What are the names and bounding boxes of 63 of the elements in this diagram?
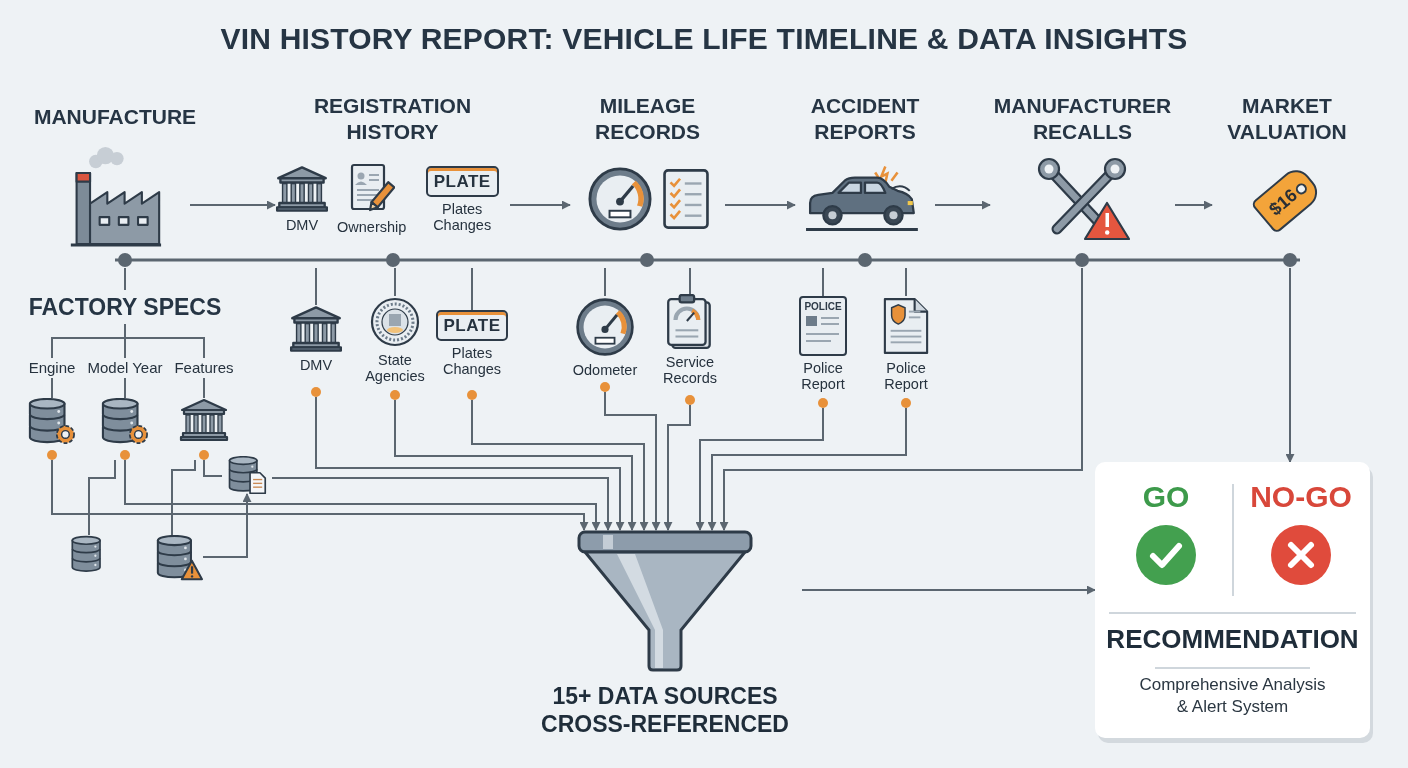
stage-heading: REGISTRATION HISTORY — [312, 93, 473, 145]
timeline — [115, 252, 1300, 268]
arrow — [719, 267, 1083, 531]
arrow — [315, 396, 625, 531]
arrow — [51, 459, 589, 531]
card-description: Comprehensive Analysis & Alert System — [1138, 674, 1327, 718]
stage-heading: MARKET VALUATION — [1226, 93, 1348, 145]
connector-line — [471, 267, 473, 311]
connector-line — [689, 267, 691, 295]
connector-line — [203, 459, 223, 477]
decision-label: GO — [1142, 480, 1190, 514]
connector-line — [203, 377, 205, 399]
connector-line — [604, 267, 606, 297]
spec-label: Features — [174, 358, 234, 378]
arrow — [1174, 200, 1213, 210]
arrow — [202, 493, 252, 558]
arrow — [124, 459, 601, 531]
card-heading: RECOMMENDATION — [1105, 624, 1360, 655]
arrow — [394, 399, 637, 531]
arrow — [509, 200, 571, 210]
diagram-title: VIN HISTORY REPORT: VEHICLE LIFE TIMELINE & DATA INSIGHTS — [219, 22, 1189, 56]
icon-label: Police Report — [800, 360, 846, 392]
icon-label: Police Report — [883, 360, 929, 392]
icon-label: Odometer — [572, 362, 638, 378]
connector-line — [88, 459, 116, 536]
arrow — [604, 391, 661, 531]
section-heading: FACTORY SPECS — [28, 293, 222, 322]
connector-line — [171, 459, 196, 536]
arrow — [695, 407, 824, 531]
stage-heading: ACCIDENT REPORTS — [809, 93, 921, 145]
stage-heading: MANUFACTURER RECALLS — [992, 93, 1173, 145]
icon-label: Ownership — [337, 219, 407, 235]
license-plate: PLATE — [425, 165, 499, 197]
connector-line — [51, 377, 53, 399]
connector-line — [394, 267, 396, 297]
arrow — [189, 200, 276, 210]
connector-line — [822, 267, 824, 297]
connector-line — [905, 267, 907, 297]
stage-heading: MILEAGE RECORDS — [594, 93, 701, 145]
arrow — [724, 200, 796, 210]
arrow — [663, 404, 691, 531]
arrow — [1285, 267, 1295, 463]
icon-label: Service Records — [662, 354, 718, 386]
connector-line — [124, 377, 126, 399]
icon-label: Plates Changes — [441, 345, 502, 377]
spec-label: Model Year — [87, 358, 163, 378]
connector-line — [315, 267, 317, 306]
arrow — [707, 407, 907, 531]
document-heading: POLICE — [804, 301, 842, 312]
arrow — [271, 477, 613, 531]
connector-line — [124, 267, 126, 291]
decision-label: NO-GO — [1250, 480, 1352, 514]
spec-label: Engine — [28, 358, 76, 378]
arrow — [471, 399, 649, 531]
icon-label: DMV — [299, 357, 333, 373]
arrow — [934, 200, 991, 210]
icon-label: State Agencies — [364, 352, 426, 384]
arrow — [801, 585, 1096, 595]
funnel-caption: 15+ DATA SOURCES CROSS-REFERENCED — [540, 682, 790, 738]
icon-label: Plates Changes — [432, 200, 493, 233]
icon-label: DMV — [285, 217, 319, 233]
license-plate: PLATE — [435, 310, 509, 341]
stage-heading: MANUFACTURE — [33, 104, 197, 130]
